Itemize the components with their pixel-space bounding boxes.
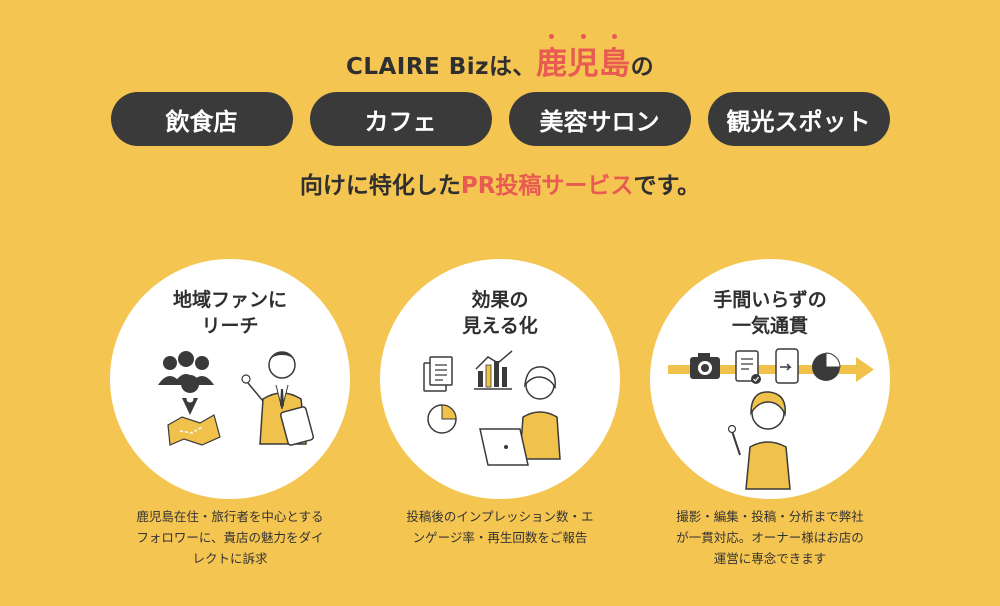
laptop-icon (479, 428, 529, 466)
phone-icon (775, 348, 799, 384)
subline-suffix: です。 (633, 173, 701, 199)
feature-visible-results: 効果の 見える化 投稿後のインプレッション数・エ ンゲージ率・再生回数をご報告 (380, 259, 620, 545)
category-pill-cafe: カフェ (309, 92, 492, 146)
emphasis-dots (536, 34, 631, 39)
feature-description: 投稿後のインプレッション数・エ ンゲージ率・再生回数をご報告 (406, 509, 594, 545)
pie-chart-icon (812, 352, 841, 381)
category-pill-tourism: 観光スポット (707, 92, 890, 146)
pie-chart-icon (427, 404, 457, 434)
woman-icon (519, 366, 561, 460)
feature-title: 手間いらずの 一気通貫 (713, 289, 827, 337)
feature-circle: 地域ファンに リーチ (110, 259, 350, 499)
feature-illustration (668, 348, 874, 490)
feature-title: 効果の 見える化 (462, 289, 538, 337)
feature-circle: 手間いらずの 一気通貫 (650, 259, 890, 499)
arrow-right-icon (668, 357, 874, 382)
feature-all-in-one: 手間いらずの 一気通貫 撮影・編集・投稿・分析まで弊社 が一貫対応。オーナー様は… (650, 259, 890, 566)
map-pin-icon (181, 375, 200, 415)
bar-chart-icon (474, 350, 513, 390)
feature-title: 地域ファンに リーチ (172, 289, 287, 337)
subline-accent: PR投稿サービス (460, 173, 634, 199)
map-icon (167, 414, 221, 446)
document-check-icon (735, 350, 761, 384)
feature-illustration (423, 350, 561, 466)
feature-illustration (158, 351, 315, 446)
category-pill-restaurant: 飲食店 (110, 92, 293, 146)
camera-icon (690, 353, 720, 379)
document-icon (423, 356, 453, 392)
feature-circle: 効果の 見える化 (380, 259, 620, 499)
feature-description: 撮影・編集・投稿・分析まで弊社 が一貫対応。オーナー様はお店の 運営に専念できま… (676, 509, 864, 566)
headline-prefix: CLAIRE Bizは、 (345, 54, 537, 80)
woman-icon (727, 391, 791, 490)
subline: 向けに特化したPR投稿サービスです。 (0, 166, 1000, 200)
feature-description: 鹿児島在住・旅行者を中心とする フォロワーに、貴店の魅力をダイ レクトに訴求 (136, 509, 324, 566)
feature-local-reach: 地域ファンに リーチ 鹿児島在住・旅行者を中心とする フォロワーに、貴店の魅力を… (110, 259, 350, 566)
headline-suffix: の (630, 54, 655, 80)
headline: CLAIRE Bizは、鹿児島の (0, 34, 1000, 83)
category-pills: 飲食店 カフェ 美容サロン 観光スポット (0, 92, 1000, 146)
category-pill-salon: 美容サロン (508, 92, 691, 146)
headline-accent: 鹿児島 (536, 34, 631, 82)
tablet-icon (279, 406, 315, 446)
subline-prefix: 向けに特化した (299, 173, 461, 199)
